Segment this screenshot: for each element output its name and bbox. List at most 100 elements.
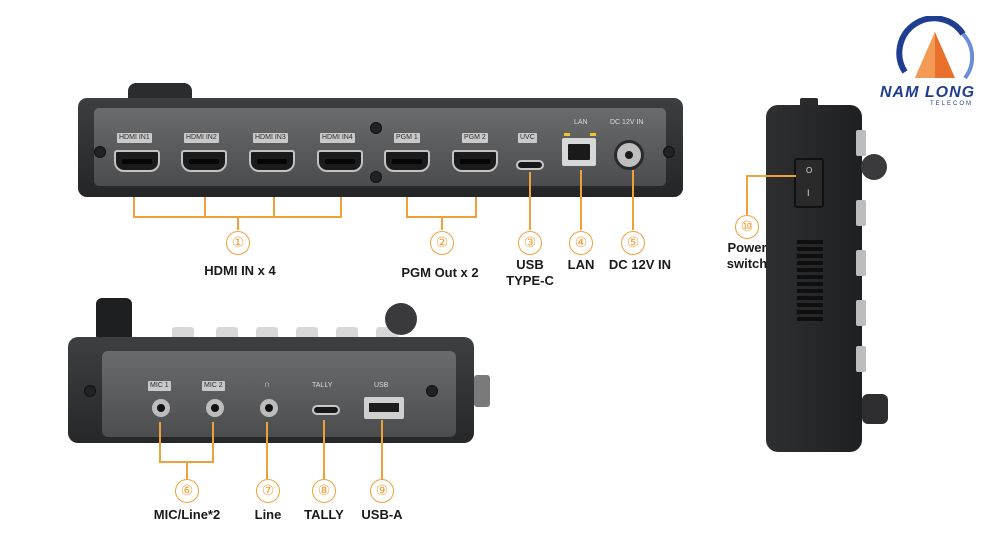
label-hdmi-in3: HDMI IN3 xyxy=(253,133,288,143)
vent-slot xyxy=(797,310,823,314)
callout-number-7: ⑦ xyxy=(256,479,280,503)
rear-side-screw xyxy=(94,146,106,158)
callout-line xyxy=(529,172,531,230)
side-button xyxy=(856,130,866,156)
label-usb: USB xyxy=(374,382,389,389)
callout-line xyxy=(381,420,383,479)
brand-logo xyxy=(893,15,977,100)
callout-line xyxy=(406,197,408,217)
vent-slot xyxy=(797,268,823,272)
callout-label-power-switch: Power switch xyxy=(726,240,768,271)
label-tally: TALLY xyxy=(312,382,333,389)
rear-screw xyxy=(370,171,382,183)
lan-led-left xyxy=(564,133,570,136)
front-knob xyxy=(96,298,132,338)
callout-label-usb-typec: USB TYPE-C xyxy=(506,257,554,288)
vent-slot xyxy=(797,282,823,286)
power-switch-off-mark: O xyxy=(806,166,813,175)
callout-label-pgm-out: PGM Out x 2 xyxy=(401,265,479,280)
hdmi-in4-port xyxy=(317,150,363,172)
hdmi-in2-port xyxy=(181,150,227,172)
hdmi-in3-port xyxy=(249,150,295,172)
hdmi-in1-port xyxy=(114,150,160,172)
vent-slot xyxy=(797,261,823,265)
rear-panel: HDMI IN1 HDMI IN2 HDMI IN3 HDMI IN4 PGM … xyxy=(78,98,683,197)
callout-line xyxy=(323,420,325,479)
headphone-icon: ∩ xyxy=(264,379,271,389)
vent-slot xyxy=(797,296,823,300)
side-knob xyxy=(385,303,417,335)
callout-label-mic-line: MIC/Line*2 xyxy=(153,507,221,522)
callout-line xyxy=(340,197,342,217)
line-jack xyxy=(260,399,278,417)
side-button xyxy=(856,250,866,276)
label-hdmi-in2: HDMI IN2 xyxy=(184,133,219,143)
pgm1-port xyxy=(384,150,430,172)
usb-a-port xyxy=(364,397,404,419)
callout-number-5: ⑤ xyxy=(621,231,645,255)
mic2-jack xyxy=(206,399,224,417)
callout-number-9: ⑨ xyxy=(370,479,394,503)
side-button xyxy=(856,346,866,372)
vent-slot xyxy=(797,317,823,321)
callout-number-6: ⑥ xyxy=(175,479,199,503)
callout-line xyxy=(237,216,239,230)
callout-number-2: ② xyxy=(430,231,454,255)
callout-label-tally: TALLY xyxy=(304,507,344,522)
tally-usbc-port xyxy=(312,405,340,415)
pgm2-port xyxy=(452,150,498,172)
side-knob xyxy=(861,154,887,180)
vent-slot xyxy=(797,275,823,279)
callout-number-4: ④ xyxy=(569,231,593,255)
callout-line xyxy=(212,422,214,462)
callout-label-line: Line xyxy=(254,507,282,522)
side-button xyxy=(856,300,866,326)
front-side-screw xyxy=(84,385,96,397)
callout-line xyxy=(266,422,268,479)
label-pgm2: PGM 2 xyxy=(462,133,488,143)
lan-port xyxy=(562,138,596,166)
callout-number-10: ⑩ xyxy=(735,215,759,239)
callout-number-3: ③ xyxy=(518,231,542,255)
label-lan: LAN xyxy=(574,119,588,126)
callout-line xyxy=(475,197,477,217)
callout-label-lan: LAN xyxy=(567,257,595,272)
logo-emblem-icon xyxy=(896,15,975,80)
vent-slot xyxy=(797,240,823,244)
callout-line xyxy=(133,197,135,217)
power-switch: O I xyxy=(794,158,824,208)
mic1-jack xyxy=(152,399,170,417)
side-connector xyxy=(862,394,888,424)
vent-slot xyxy=(797,289,823,293)
callout-label-hdmi-in: HDMI IN x 4 xyxy=(204,263,276,278)
callout-label-dc-in: DC 12V IN xyxy=(608,257,672,272)
rear-screw xyxy=(370,122,382,134)
callout-line xyxy=(746,175,748,215)
label-dc-in: DC 12V IN xyxy=(610,119,644,126)
logo-subtitle: TELECOM xyxy=(930,101,974,107)
logo-name: NAM LONG xyxy=(880,84,976,101)
top-button xyxy=(216,327,238,339)
front-panel: MIC 1 MIC 2 ∩ TALLY USB xyxy=(68,337,474,443)
vent-slot xyxy=(797,303,823,307)
callout-line xyxy=(441,216,443,230)
rear-side-screw xyxy=(663,146,675,158)
callout-number-8: ⑧ xyxy=(312,479,336,503)
label-pgm1: PGM 1 xyxy=(394,133,420,143)
side-top-connector xyxy=(800,98,818,108)
vent-slot xyxy=(797,254,823,258)
label-hdmi-in1: HDMI IN1 xyxy=(117,133,152,143)
top-button xyxy=(256,327,278,339)
label-mic2: MIC 2 xyxy=(202,381,225,391)
vent-slot xyxy=(797,247,823,251)
callout-number-1: ① xyxy=(226,231,250,255)
label-uvc: UVC xyxy=(518,133,537,143)
lan-led-right xyxy=(590,133,596,136)
top-button xyxy=(172,327,194,339)
front-side-screw xyxy=(426,385,438,397)
callout-line xyxy=(580,170,582,230)
uvc-usbc-port xyxy=(516,160,544,170)
callout-line xyxy=(273,197,275,217)
front-port-plate: MIC 1 MIC 2 ∩ TALLY USB xyxy=(102,351,456,437)
label-mic1: MIC 1 xyxy=(148,381,171,391)
